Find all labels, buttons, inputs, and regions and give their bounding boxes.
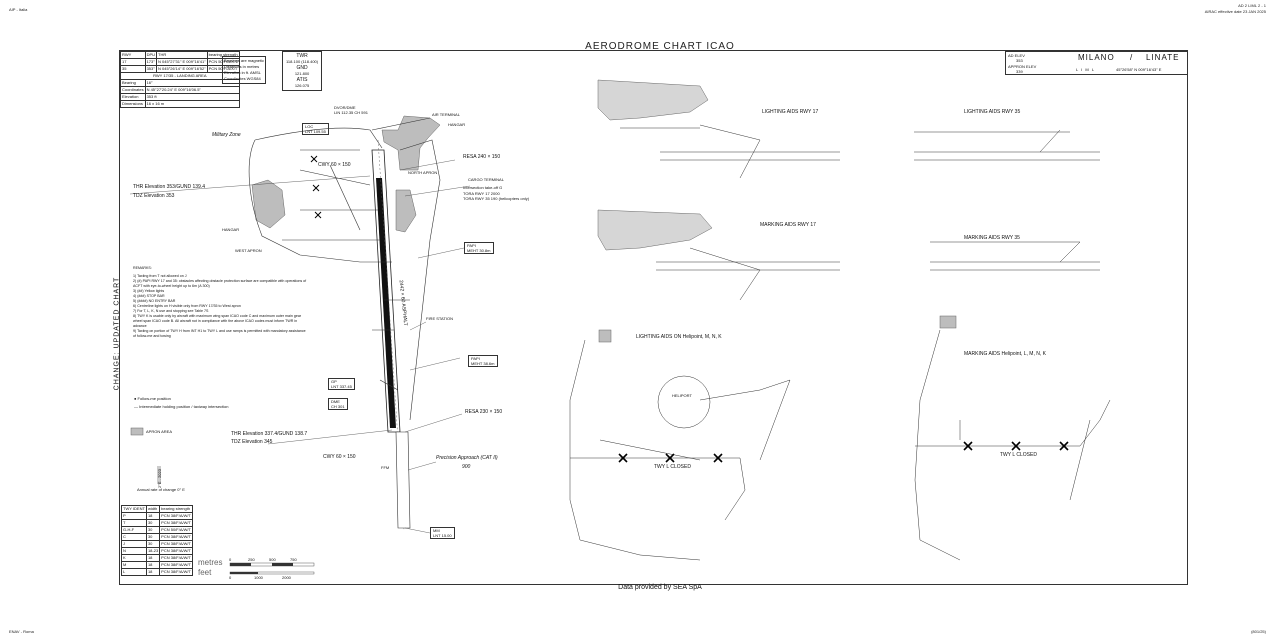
- inset-heli-crosses-1: [618, 453, 723, 463]
- leader-lines: [129, 159, 471, 534]
- air-terminal-label: AIR TERMINAL: [432, 112, 460, 117]
- twy-closed-label-2: TWY L CLOSED: [1000, 452, 1037, 458]
- inset-heli-apron-2: [939, 315, 957, 329]
- inset-heli-crosses-2: [963, 441, 1069, 451]
- icao-code: L I M L: [1076, 67, 1096, 72]
- inset-marking-17: [656, 247, 840, 301]
- thr-header: THR: [156, 51, 208, 59]
- apron-areas: [130, 79, 957, 436]
- main-runway: [371, 139, 411, 531]
- inset-heli-apron-1: [598, 329, 612, 343]
- data-credit: Data provided by SEA SpA: [618, 584, 702, 591]
- military-zone-label: Military Zone: [212, 132, 241, 138]
- footer-left: ENAV - Roma: [9, 629, 34, 634]
- arp-coordinates: 45°26'58" N 009°16'43" E: [1116, 67, 1162, 72]
- inset-lighting-35-title: LIGHTING AIDS RWY 35: [964, 109, 1021, 115]
- west-apron: [251, 179, 286, 229]
- closure-crosses: [310, 155, 322, 219]
- chart-frame: [119, 50, 1188, 585]
- inset-marking-heli-title: MARKING AIDS Helipoint, L, M, N, K: [964, 351, 1046, 357]
- inset-marking-17-title: MARKING AIDS RWY 17: [760, 222, 816, 228]
- header-right-line2: AIRAC effective date 23 JAN 2025: [1204, 9, 1266, 14]
- hangar-label: HANGAR: [448, 122, 466, 127]
- inset-marking-heli: [914, 329, 1111, 561]
- west-apron-label: WEST APRON: [235, 248, 262, 253]
- inset-lighting-17-title: LIGHTING AIDS RWY 17: [762, 109, 819, 115]
- cargo-apron: [395, 189, 417, 233]
- intersection-label: Intersection take-off G: [463, 185, 503, 190]
- twy-closed-label: TWY L CLOSED: [654, 464, 691, 470]
- remarks: REMARKS: 1) Taxiing from T not allowed o…: [133, 266, 307, 338]
- tdz-elev-35-label: TDZ Elevation 345: [231, 439, 273, 445]
- inset-marking-35: [930, 241, 1100, 271]
- follow-me-legend: ● Follow-me position: [134, 396, 171, 401]
- inset-lighting-heli-title: LIGHTING AIDS ON Helipoint, M, N, K: [636, 334, 722, 340]
- thr-elev-17-label: THR Elevation 353/GUND 139.4: [133, 184, 205, 190]
- dpu-header: DPU: [144, 51, 158, 59]
- north-apron-label: NORTH APRON: [408, 170, 438, 175]
- aerodrome-id-box: AD ELEV 353 APPRON ELEV 339 MILANO / LIN…: [1005, 51, 1188, 75]
- chart-title: AERODROME CHART ICAO: [585, 41, 735, 52]
- scale-metres: metres: [198, 558, 223, 567]
- cargo-terminal-label: CARGO TERMINAL: [468, 177, 504, 182]
- fire-station-label: FIRE STATION: [426, 316, 453, 321]
- helipoint-label: HELIPORT: [672, 393, 692, 398]
- rwy-header: RWY: [120, 51, 146, 59]
- intermediate-legend: — Intermediate holding position / taxiwa…: [134, 404, 229, 409]
- inset-lighting-35: [914, 129, 1100, 161]
- magnetic-variation: 2°E - 2023: [156, 469, 162, 488]
- north-arrow: [157, 466, 161, 484]
- tdz-elev-17-label: TDZ Elevation 353: [133, 193, 175, 199]
- cwy-bot-label: CWY 60 × 150: [323, 454, 356, 460]
- header-left: AIP - Italia: [9, 7, 28, 12]
- thr-elev-35-label: THR Elevation 337.4/GUND 138.7: [231, 431, 308, 437]
- cwy-top-label: CWY 60 × 150: [318, 162, 351, 168]
- airport-name: LINATE: [1146, 53, 1180, 62]
- resa-bot-label: RESA 230 × 150: [465, 409, 503, 415]
- annual-rate: Annual rate of change 0° E: [137, 487, 185, 492]
- hangar-west-label: HANGAR: [222, 227, 240, 232]
- tora35-label: TORA RWY 35 190 (helicopters only): [463, 196, 530, 201]
- inset-marking-35-title: MARKING AIDS RWY 35: [964, 235, 1020, 241]
- header-right-line1: AD 2 LIML 2 - 1: [1238, 3, 1266, 8]
- footer-right: (801/25): [1251, 629, 1266, 634]
- scale-bar: [229, 562, 315, 575]
- resa-top-label: RESA 240 × 150: [463, 154, 501, 160]
- inset-apron-1: [597, 79, 709, 121]
- inset-lighting-heli: [569, 339, 791, 561]
- precision-length: 900: [462, 464, 471, 470]
- tora17-label: TORA RWY 17 2000: [463, 191, 500, 196]
- taxiways: [248, 117, 441, 421]
- inset-lighting-17: [620, 124, 840, 179]
- scale-feet: feet: [198, 568, 212, 577]
- city-name: MILANO: [1078, 53, 1115, 62]
- precision-label: Precision Approach (CAT II): [436, 455, 498, 461]
- inset-apron-2: [597, 209, 713, 251]
- main-apron: [381, 115, 441, 171]
- apron-legend-swatch: [130, 427, 144, 436]
- apron-area-legend: APRON AREA: [146, 429, 173, 434]
- ffm-label: FFM: [381, 465, 390, 470]
